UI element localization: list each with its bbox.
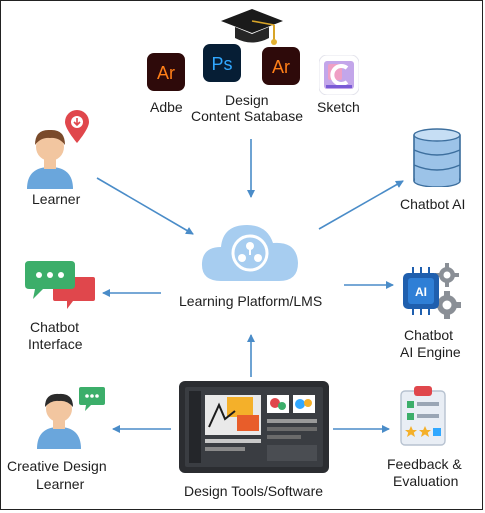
label-feedback-line2: Evaluation — [393, 473, 459, 489]
label-interface-line2: Interface — [28, 336, 83, 352]
arrow-platform-to-chatbot-ai — [318, 180, 404, 230]
label-sketch: Sketch — [317, 99, 360, 115]
label-feedback-line1: Feedback & — [387, 456, 462, 472]
design-tools-tablet-icon — [179, 381, 329, 473]
illustrator-app-icon-2: Ar — [262, 47, 300, 85]
label-adobe: Adbe — [150, 99, 183, 115]
learner-person-icon — [27, 129, 73, 189]
ai-engine-chip-text: AI — [415, 285, 427, 299]
label-interface-line1: Chatbot — [30, 319, 80, 335]
ai-engine-gears-icon: AI — [403, 263, 461, 319]
location-pin-icon — [65, 110, 89, 143]
label-creative-line2: Learner — [36, 476, 85, 492]
label-platform: Learning Platform/LMS — [179, 293, 323, 309]
creative-learner-person-icon — [37, 387, 105, 449]
feedback-clipboard-icon — [400, 386, 446, 446]
photoshop-app-icon-text: Ps — [211, 54, 232, 74]
graduation-cap-icon — [221, 9, 283, 45]
chat-bubbles-icon — [25, 261, 95, 309]
illustrator-app-icon-text: Ar — [157, 63, 175, 83]
label-chatbot-ai: Chatbot AI — [400, 196, 466, 212]
label-engine-line2: AI Engine — [400, 344, 461, 360]
database-icon — [413, 128, 461, 187]
illustrator-app-icon: Ar — [147, 53, 185, 91]
arrow-learner-to-platform — [96, 177, 194, 235]
label-learner: Learner — [32, 191, 81, 207]
illustrator-app-icon-2-text: Ar — [272, 57, 290, 77]
sketch-app-icon — [319, 55, 359, 95]
label-design-line2: Content Satabase — [191, 108, 304, 124]
label-design-line1: Design — [225, 92, 269, 108]
photoshop-app-icon: Ps — [203, 44, 241, 82]
cloud-platform-icon — [201, 225, 298, 281]
label-design-tools: Design Tools/Software — [184, 483, 324, 499]
label-creative-line1: Creative Design — [7, 458, 107, 474]
label-engine-line1: Chatbot — [404, 327, 454, 343]
